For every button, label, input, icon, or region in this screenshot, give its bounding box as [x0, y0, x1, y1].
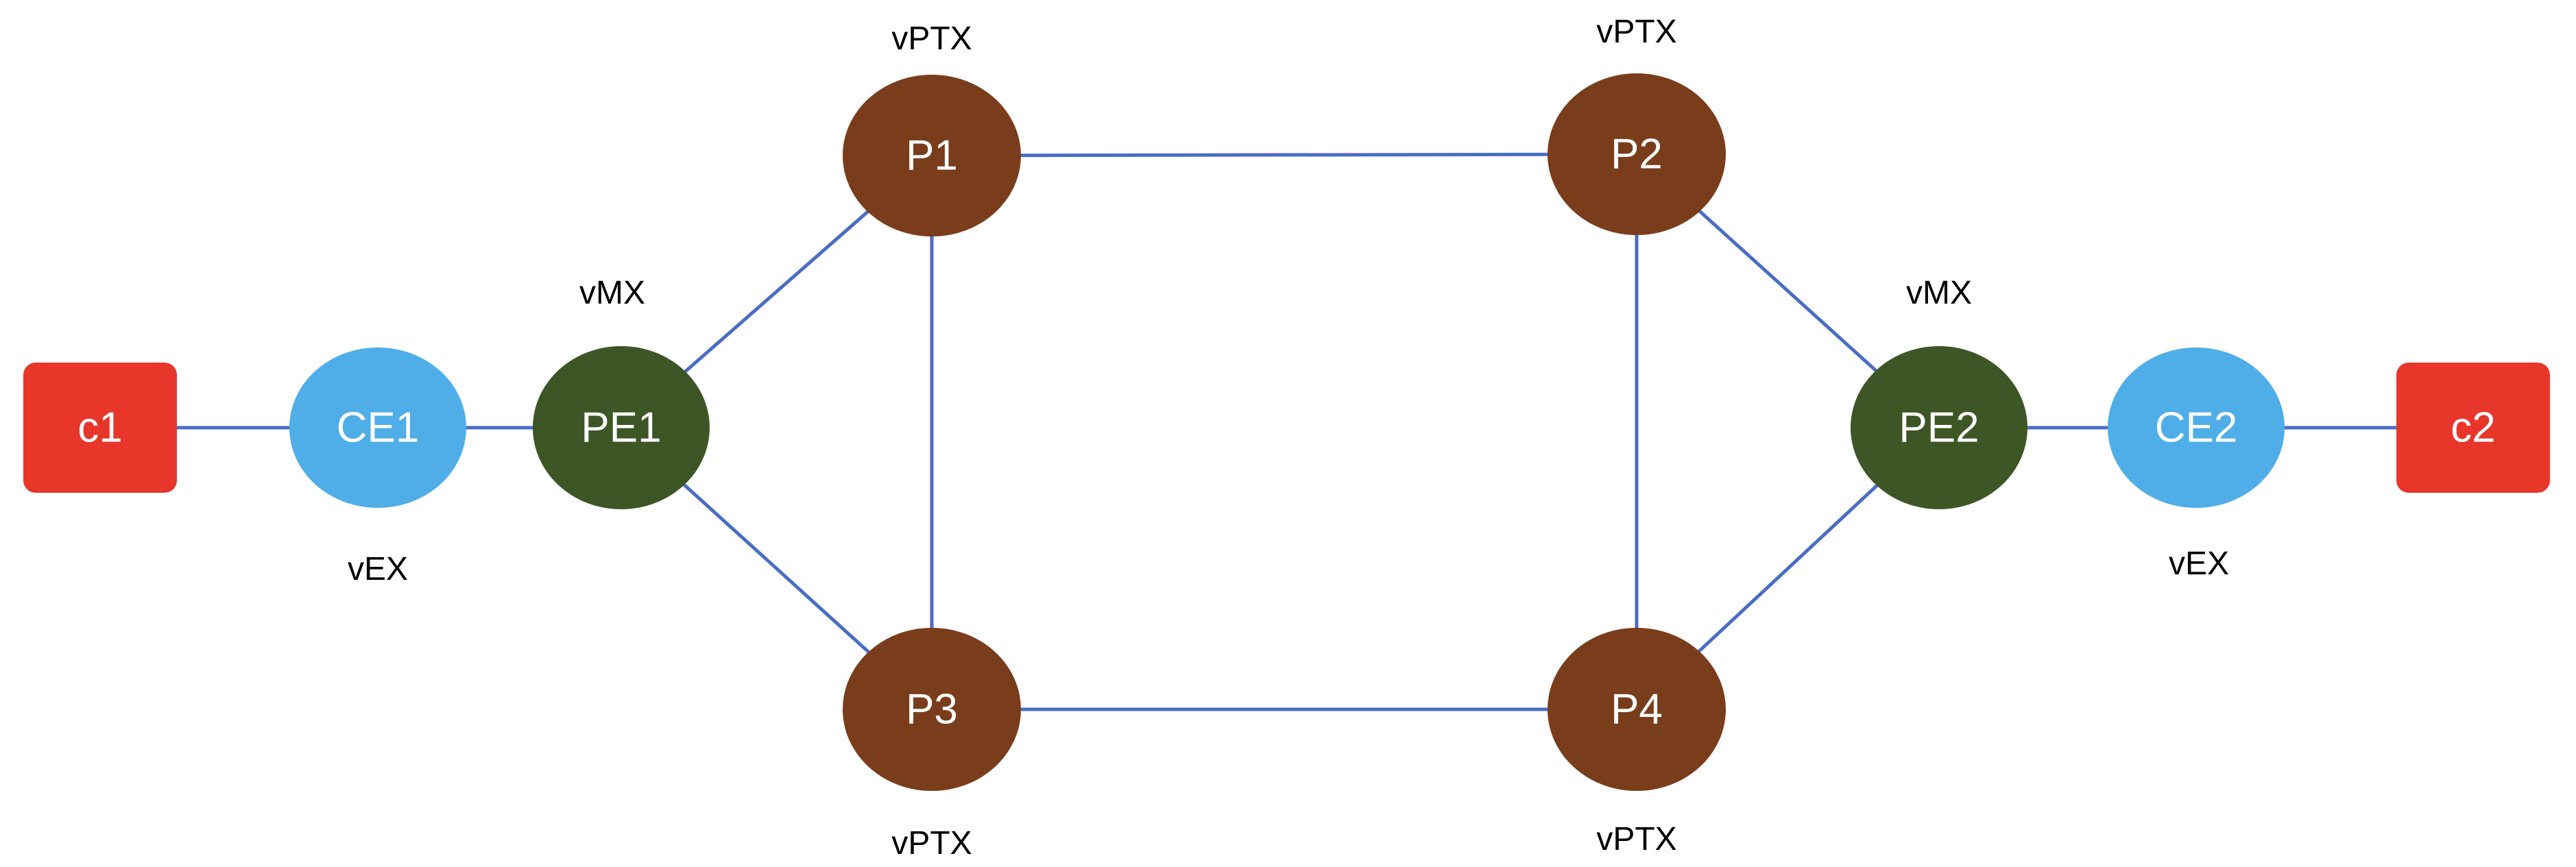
role-label-ce1: vEX	[348, 551, 408, 587]
node-label-p1: P1	[906, 132, 958, 180]
node-shape-c1	[23, 363, 177, 493]
node-pe2: PE2	[1851, 346, 2027, 509]
role-label-p1: vPTX	[891, 21, 972, 57]
node-label-c1: c1	[77, 404, 122, 452]
role-label-ce2: vEX	[2169, 546, 2229, 582]
role-label-pe1: vMX	[579, 275, 645, 311]
node-p1: P1	[843, 75, 1021, 236]
node-shape-ce2	[2108, 347, 2285, 508]
node-c1: c1	[23, 363, 177, 493]
node-shape-p1	[843, 75, 1021, 236]
node-shape-p4	[1548, 628, 1726, 791]
node-label-p4: P4	[1611, 686, 1663, 733]
node-label-ce1: CE1	[337, 404, 420, 452]
node-pe1: PE1	[533, 346, 710, 509]
node-label-p3: P3	[906, 686, 958, 733]
node-shape-pe1	[533, 346, 710, 509]
node-ce1: CE1	[289, 347, 466, 508]
role-label-p4: vPTX	[1596, 821, 1676, 857]
role-label-p2: vPTX	[1596, 14, 1676, 50]
roles-layer: vPTX vPTX vPTX vPTX vMX vMX vEX vEX	[348, 14, 2229, 862]
link-p1-p2	[931, 152, 1637, 158]
node-label-pe2: PE2	[1899, 404, 1979, 452]
role-label-p3: vPTX	[891, 825, 972, 862]
node-shape-p2	[1548, 73, 1726, 235]
role-label-pe2: vMX	[1906, 275, 1972, 311]
node-label-c2: c2	[2451, 404, 2495, 452]
node-label-ce2: CE2	[2155, 404, 2238, 452]
node-shape-c2	[2396, 363, 2550, 493]
node-p4: P4	[1548, 628, 1726, 791]
node-label-p2: P2	[1611, 131, 1663, 178]
node-ce2: CE2	[2108, 347, 2285, 508]
node-c2: c2	[2396, 363, 2550, 493]
node-shape-ce1	[289, 347, 466, 508]
node-p3: P3	[843, 628, 1021, 791]
node-shape-p3	[843, 628, 1021, 791]
node-label-pe1: PE1	[581, 404, 661, 452]
node-shape-pe2	[1851, 346, 2027, 509]
node-p2: P2	[1548, 73, 1726, 235]
